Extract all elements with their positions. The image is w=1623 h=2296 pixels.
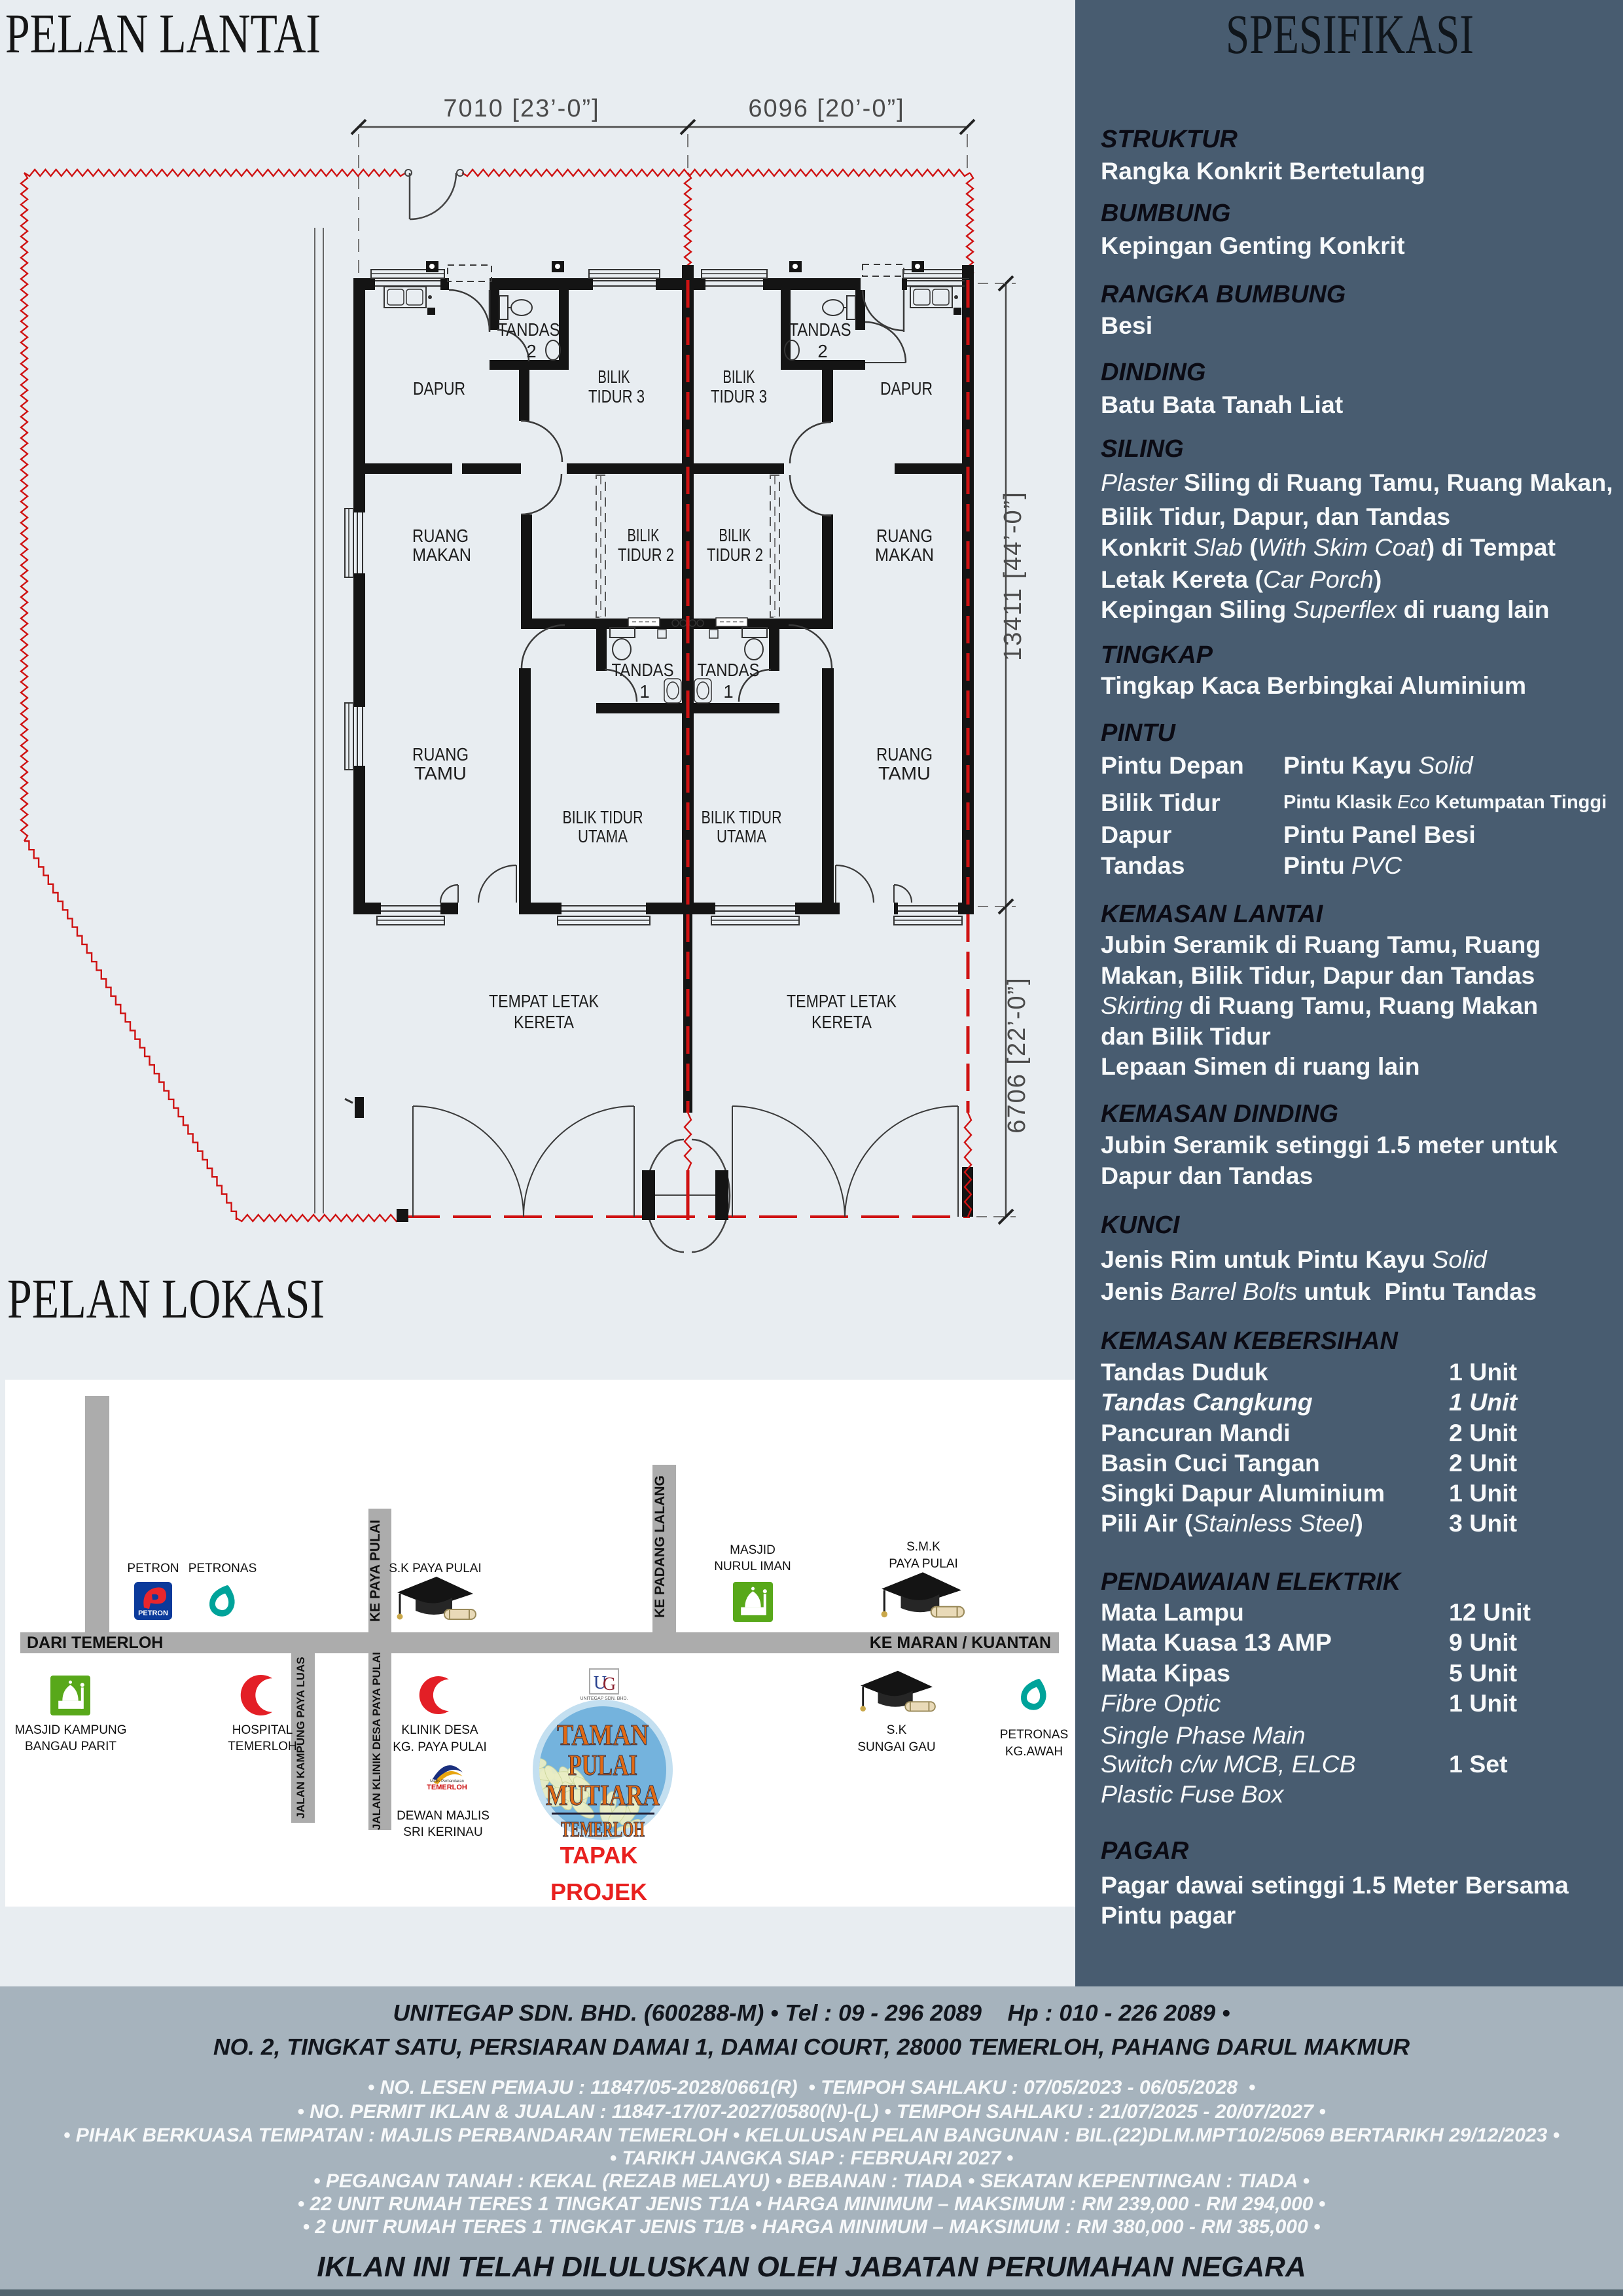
svg-text:KE MARAN / KUANTAN: KE MARAN / KUANTAN [870, 1634, 1051, 1652]
svg-text:TEMPAT LETAK: TEMPAT LETAK [787, 991, 897, 1011]
svg-text:SPESIFIKASI: SPESIFIKASI [1226, 3, 1474, 65]
svg-text:UNITEGAP SDN. BHD.: UNITEGAP SDN. BHD. [580, 1696, 628, 1701]
svg-text:6096 [20’-0”]: 6096 [20’-0”] [748, 95, 904, 122]
svg-text:MAKAN: MAKAN [412, 545, 471, 565]
svg-text:TIDUR 3: TIDUR 3 [588, 386, 645, 406]
svg-text:BILIK: BILIK [723, 367, 755, 387]
svg-text:KG.AWAH: KG.AWAH [1005, 1745, 1063, 1759]
svg-text:S.M.K: S.M.K [906, 1540, 940, 1554]
svg-text:S.K: S.K [887, 1723, 907, 1737]
svg-text:DEWAN MAJLIS: DEWAN MAJLIS [397, 1809, 490, 1823]
svg-text:TIDUR 3: TIDUR 3 [711, 386, 767, 406]
svg-text:JALAN KAMPUNG PAYA LUAS: JALAN KAMPUNG PAYA LUAS [294, 1657, 307, 1818]
svg-text:PAYA PULAI: PAYA PULAI [889, 1557, 958, 1571]
svg-text:PETRON: PETRON [127, 1562, 179, 1575]
svg-text:TIDUR 2: TIDUR 2 [618, 545, 674, 565]
svg-text:TANDAS: TANDAS [612, 660, 674, 680]
svg-text:TEMPAT LETAK: TEMPAT LETAK [489, 991, 599, 1011]
svg-text:PULAI: PULAI [568, 1749, 637, 1782]
svg-text:BANGAU PARIT: BANGAU PARIT [25, 1740, 116, 1753]
svg-text:KE PADANG LALANG: KE PADANG LALANG [652, 1475, 668, 1618]
svg-text:TAMU: TAMU [414, 763, 467, 783]
svg-text:TIDUR 2: TIDUR 2 [707, 545, 763, 565]
svg-text:TEMERLOH: TEMERLOH [427, 1784, 467, 1791]
svg-text:MUTIARA: MUTIARA [546, 1779, 660, 1812]
svg-text:KG. PAYA PULAI: KG. PAYA PULAI [393, 1740, 487, 1754]
svg-text:TEMERLOH: TEMERLOH [228, 1740, 297, 1753]
svg-text:PETRON: PETRON [138, 1609, 168, 1617]
svg-text:MASJID KAMPUNG: MASJID KAMPUNG [14, 1723, 126, 1737]
svg-text:TANDAS: TANDAS [498, 319, 560, 340]
svg-text:JALAN KLINIK DESA PAYA PULAI: JALAN KLINIK DESA PAYA PULAI [370, 1652, 383, 1830]
svg-text:BILIK TIDUR: BILIK TIDUR [563, 807, 643, 827]
svg-text:BILIK: BILIK [719, 525, 751, 545]
svg-text:TAMU: TAMU [878, 763, 931, 783]
svg-text:UTAMA: UTAMA [717, 826, 767, 846]
svg-text:TANDAS: TANDAS [789, 319, 851, 340]
svg-text:MASJID: MASJID [730, 1543, 776, 1557]
svg-text:U: U [594, 1673, 607, 1693]
svg-text:PROJEK: PROJEK [550, 1878, 647, 1905]
svg-text:DAPUR: DAPUR [880, 378, 933, 399]
svg-text:BILIK TIDUR: BILIK TIDUR [702, 807, 782, 827]
svg-text:SRI KERINAU: SRI KERINAU [403, 1825, 482, 1839]
svg-text:6706 [22’-0”]: 6706 [22’-0”] [1003, 977, 1031, 1133]
svg-text:RUANG: RUANG [412, 526, 469, 546]
svg-text:2: 2 [526, 341, 536, 361]
svg-text:KERETA: KERETA [812, 1012, 872, 1032]
svg-text:BILIK: BILIK [598, 367, 630, 387]
svg-text:UTAMA: UTAMA [578, 826, 628, 846]
svg-text:S.K PAYA PULAI: S.K PAYA PULAI [389, 1562, 482, 1575]
svg-text:TEMERLOH: TEMERLOH [561, 1818, 645, 1842]
svg-text:BILIK: BILIK [628, 525, 660, 545]
svg-text:PELAN LOKASI: PELAN LOKASI [7, 1267, 325, 1330]
svg-text:TAPAK: TAPAK [560, 1842, 638, 1869]
svg-text:13411 [44’-0”]: 13411 [44’-0”] [999, 491, 1027, 661]
svg-text:DARI TEMERLOH: DARI TEMERLOH [27, 1634, 163, 1652]
svg-text:RUANG: RUANG [876, 744, 933, 764]
svg-text:KE PAYA PULAI: KE PAYA PULAI [368, 1520, 383, 1622]
svg-text:TANDAS: TANDAS [698, 660, 760, 680]
svg-text:SUNGAI GAU: SUNGAI GAU [857, 1740, 935, 1754]
svg-text:HOSPITAL: HOSPITAL [232, 1723, 293, 1737]
svg-text:MAKAN: MAKAN [875, 545, 934, 565]
svg-text:7010 [23’-0”]: 7010 [23’-0”] [443, 95, 599, 122]
svg-text:2: 2 [817, 341, 827, 361]
svg-text:RUANG: RUANG [412, 744, 469, 764]
svg-text:PETRONAS: PETRONAS [188, 1562, 257, 1575]
svg-text:G: G [603, 1674, 616, 1695]
svg-text:RUANG: RUANG [876, 526, 933, 546]
svg-text:1: 1 [723, 681, 733, 702]
svg-text:PELAN LANTAI: PELAN LANTAI [5, 2, 321, 65]
svg-text:NURUL IMAN: NURUL IMAN [714, 1560, 791, 1573]
svg-text:DAPUR: DAPUR [413, 378, 465, 399]
svg-text:TAMAN: TAMAN [557, 1719, 649, 1751]
svg-text:PETRONAS: PETRONAS [1000, 1728, 1069, 1742]
svg-text:KLINIK DESA: KLINIK DESA [401, 1723, 478, 1737]
svg-text:KERETA: KERETA [514, 1012, 575, 1032]
svg-text:Majlis Perbandaran: Majlis Perbandaran [430, 1780, 464, 1784]
svg-text:1: 1 [639, 681, 649, 702]
